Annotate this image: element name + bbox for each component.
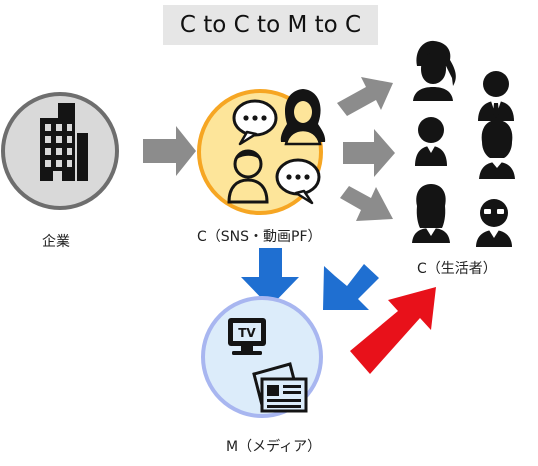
tv-icon: TV [228,318,266,355]
media-node: TV [201,296,323,418]
arrow-sns-to-media [241,248,299,307]
sns-node [197,89,326,215]
arrow-consumers-to-media [323,264,379,310]
people-group-icon [412,40,515,247]
sns-label: C（SNS・動画PF） [197,229,322,245]
diagram-title: C to C to M to C [179,12,362,38]
consumers-label: C（生活者） [417,261,497,277]
svg-text:TV: TV [238,326,256,340]
arrow-media-to-consumers [350,287,436,374]
chatting-people-icon [227,89,326,205]
media-label: M（メディア） [226,439,322,455]
newspaper-icon [252,362,308,413]
arrow-sns-to-consumers-top [337,77,393,116]
arrow-sns-to-consumers-middle [343,129,395,177]
title-box: C to C to M to C [163,5,378,45]
company-node [1,92,119,210]
arrow-company-to-sns [143,126,196,176]
company-label: 企業 [42,234,70,250]
arrow-sns-to-consumers-bottom [340,186,393,221]
office-building-icon [40,103,88,181]
